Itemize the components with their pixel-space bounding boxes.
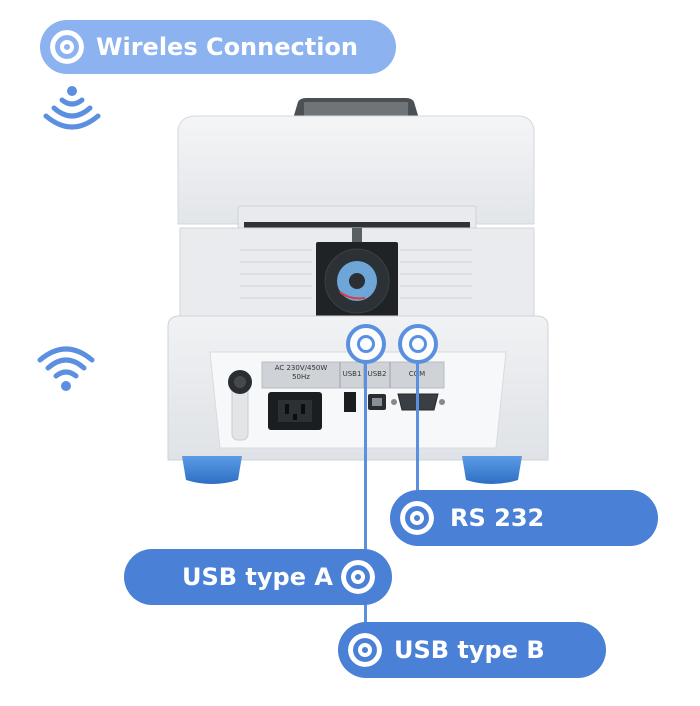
circle-target-icon <box>46 26 88 68</box>
usb-type-b-label: USB type B <box>394 636 545 664</box>
usb-type-a-label: USB type A <box>182 563 333 591</box>
com-port-marker <box>398 324 438 364</box>
usb-port-marker <box>346 324 386 364</box>
rs232-connector-line <box>416 360 419 500</box>
wifi-icon <box>37 346 95 391</box>
circle-target-icon <box>344 629 386 671</box>
power-rating-label: AC 230V/450W 50Hz <box>274 364 328 381</box>
usb2-port-label: USB2 <box>367 370 387 378</box>
usb-b-connector-line <box>364 600 367 630</box>
rs232-callout: RS 232 <box>390 490 658 546</box>
circle-target-icon <box>336 556 379 598</box>
usb-type-a-callout: USB type A <box>124 549 392 605</box>
wireless-connection-label: Wireles Connection <box>96 33 359 61</box>
usb-a-connector-line <box>364 360 367 564</box>
usb-type-b-callout: USB type B <box>338 622 606 678</box>
usb1-port-label: USB1 <box>342 370 362 378</box>
rs232-label: RS 232 <box>450 504 545 532</box>
circle-target-icon <box>396 497 438 539</box>
wireless-connection-callout: Wireles Connection <box>40 20 396 74</box>
wifi-icon <box>43 86 101 130</box>
